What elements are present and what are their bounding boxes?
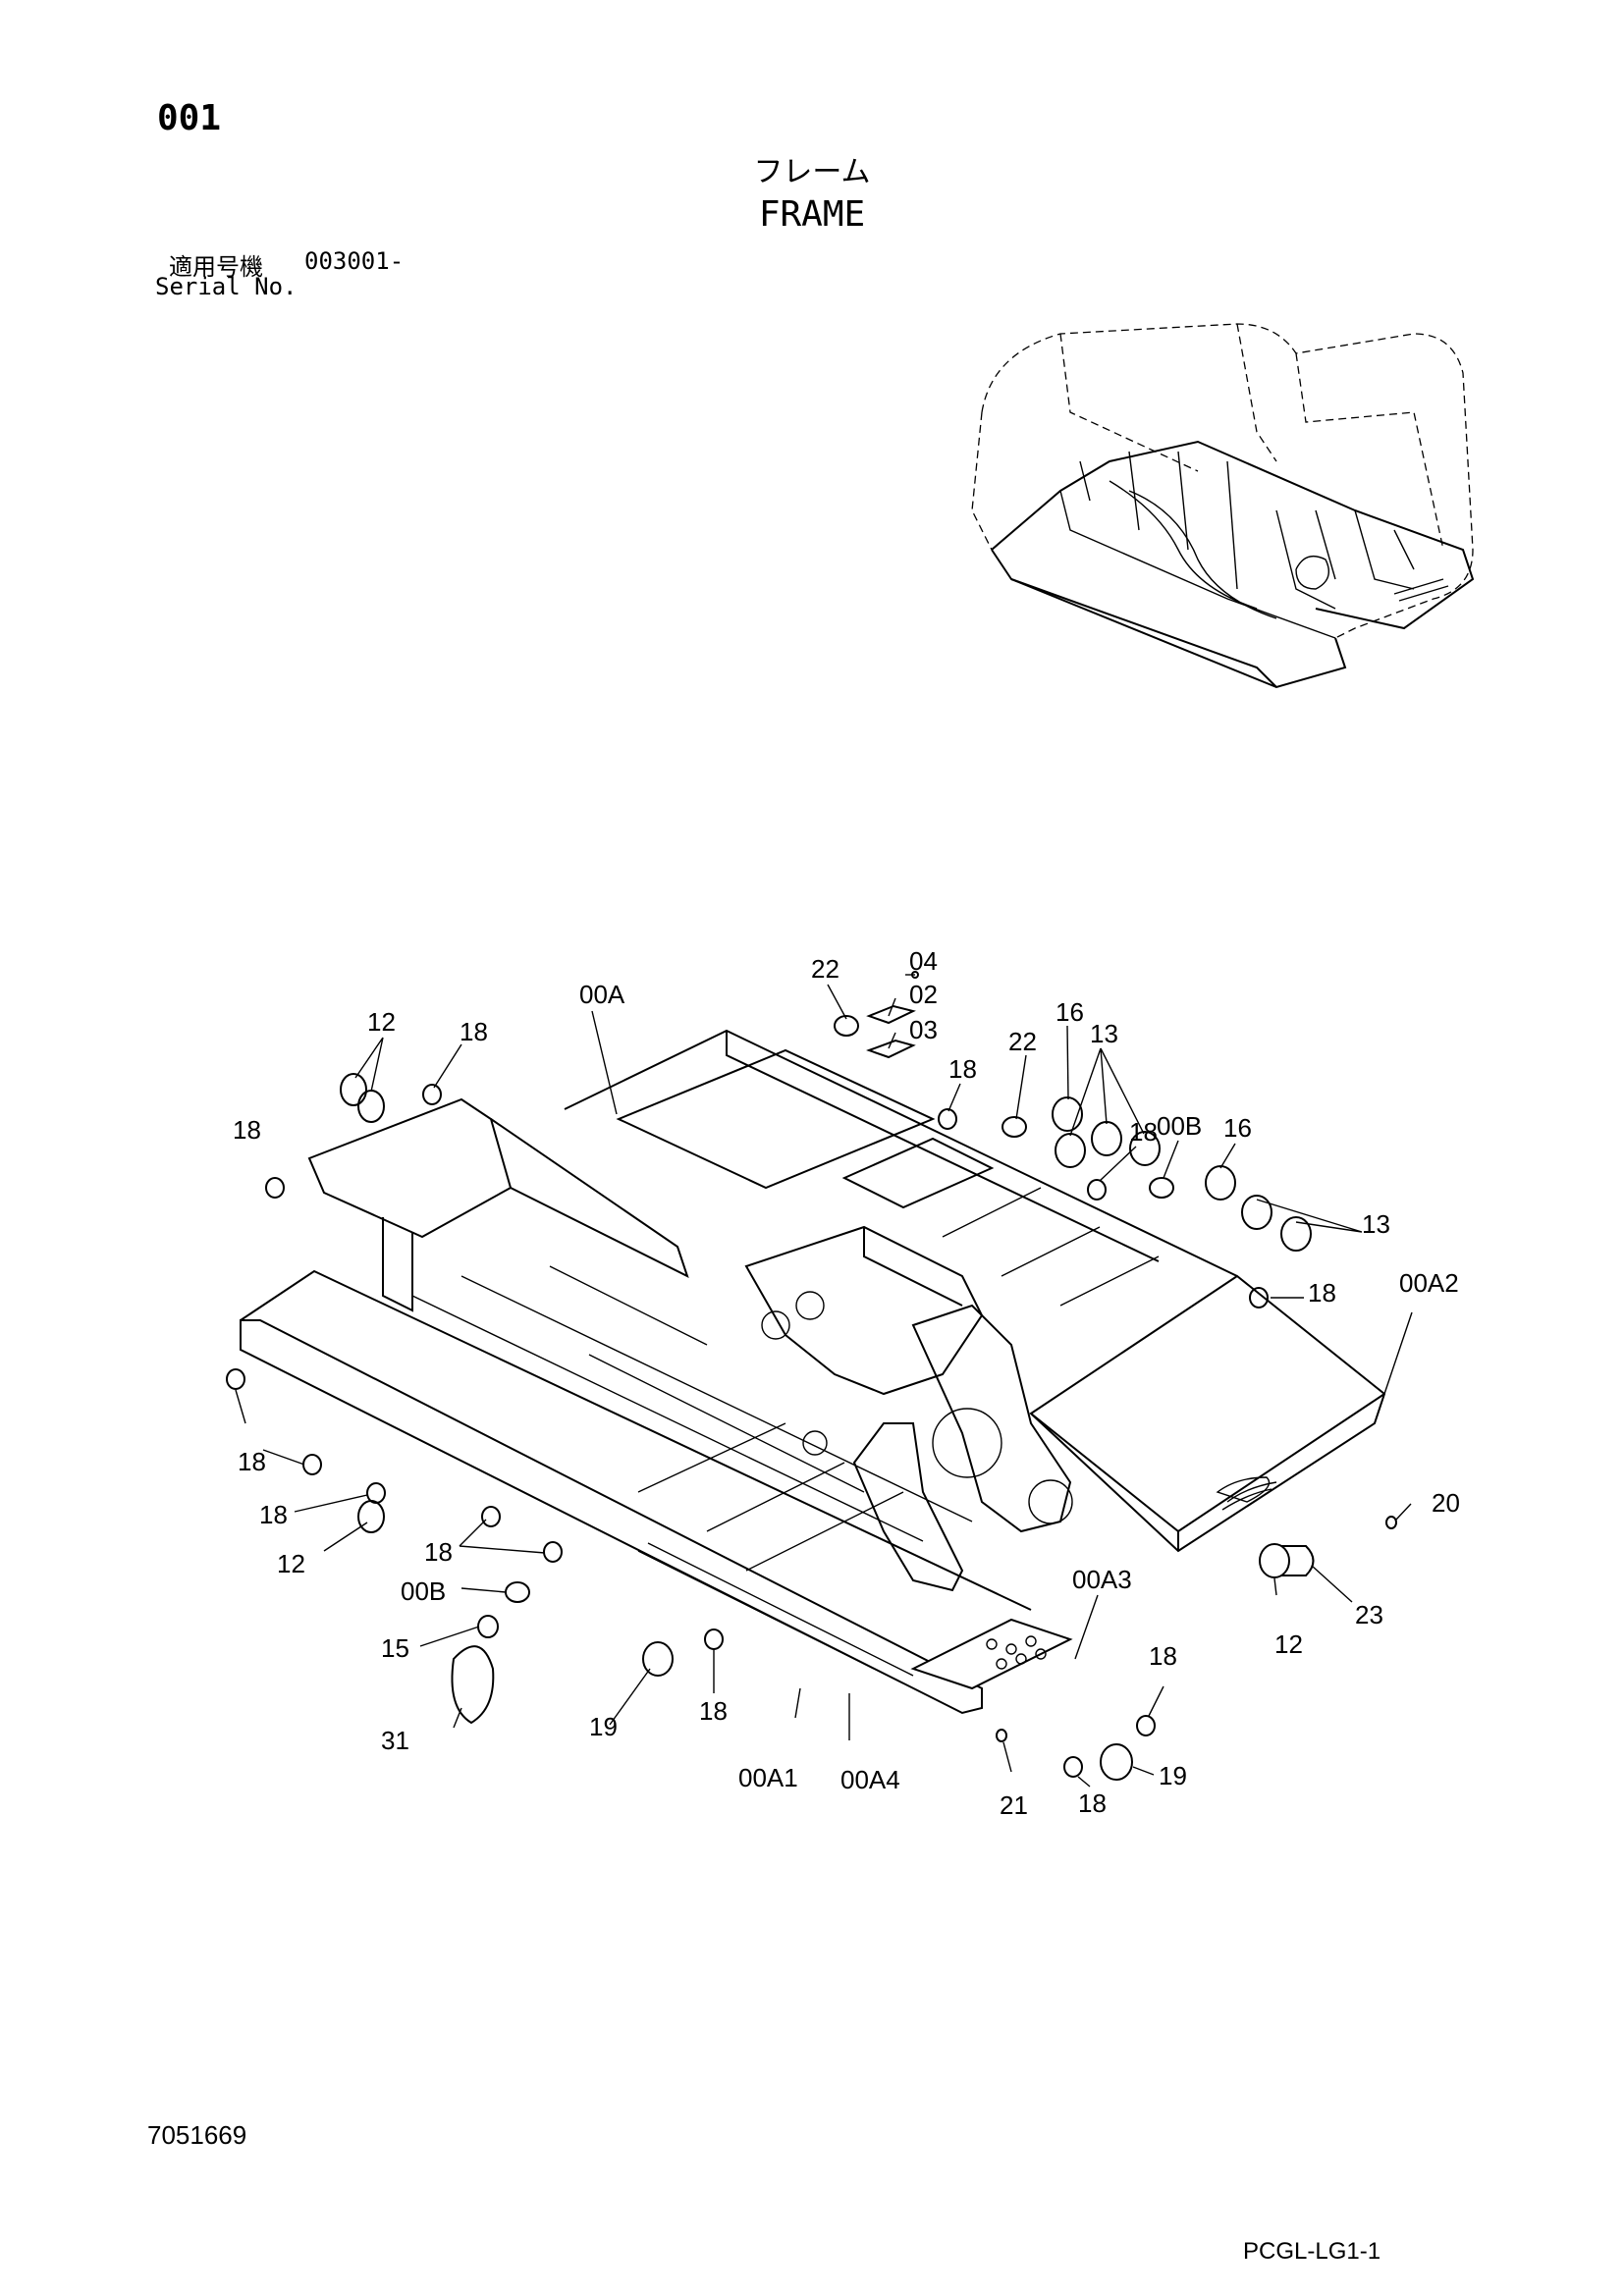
serial-label-japanese: 適用号機 xyxy=(169,253,263,281)
callout-label: 12 xyxy=(277,1549,305,1578)
callout-label: 21 xyxy=(1000,1790,1028,1820)
serial-label: Serial No. xyxy=(155,273,298,300)
callout-label: 18 xyxy=(424,1537,453,1567)
callout-label: 00A xyxy=(579,980,625,1009)
callout-label: 00B xyxy=(1157,1111,1202,1141)
leader-lines xyxy=(235,974,1413,1788)
callout-label: 18 xyxy=(948,1054,977,1084)
overview-thumbnail xyxy=(971,323,1475,689)
callout-label: 23 xyxy=(1355,1600,1383,1629)
page-number: 001 xyxy=(157,98,222,138)
callout-label: 18 xyxy=(233,1115,261,1145)
callout-label: 20 xyxy=(1432,1488,1460,1518)
callout-label: 03 xyxy=(909,1015,938,1044)
callout-label: 18 xyxy=(699,1696,728,1726)
callout-label: 18 xyxy=(1308,1278,1336,1308)
callout-labels: 04 02 03 22 00A 12 18 18 22 16 13 18 00B… xyxy=(233,946,1460,1820)
callout-label: 18 xyxy=(1078,1789,1107,1818)
callout-label: 19 xyxy=(589,1712,618,1741)
callout-label: 15 xyxy=(381,1633,409,1663)
callout-label: 00A3 xyxy=(1072,1565,1132,1594)
callout-label: 16 xyxy=(1056,997,1084,1027)
callout-label: 18 xyxy=(259,1500,288,1529)
page-code: PCGL-LG1-1 xyxy=(1243,2238,1381,2265)
document-number: 7051669 xyxy=(147,2120,247,2150)
callout-label: 12 xyxy=(1274,1629,1303,1659)
callout-label: 00A2 xyxy=(1399,1268,1459,1298)
callout-label: 00A4 xyxy=(840,1765,900,1794)
callout-label: 13 xyxy=(1090,1019,1118,1048)
callout-label: 22 xyxy=(1008,1027,1037,1056)
callout-label: 18 xyxy=(1129,1117,1158,1147)
callout-label: 04 xyxy=(909,946,938,976)
callout-label: 18 xyxy=(460,1017,488,1046)
callout-label: 02 xyxy=(909,980,938,1009)
page-title: FRAME xyxy=(758,194,866,235)
callout-label: 18 xyxy=(238,1447,266,1476)
callout-label: 19 xyxy=(1159,1761,1187,1790)
callout-label: 00B xyxy=(401,1576,446,1606)
callout-label: 12 xyxy=(367,1007,396,1037)
callout-label: 18 xyxy=(1149,1641,1177,1671)
callout-label: 31 xyxy=(381,1726,409,1755)
callout-label: 16 xyxy=(1223,1113,1252,1143)
serial-number-value: 003001- xyxy=(304,247,405,275)
callout-label: 22 xyxy=(811,954,839,984)
callout-label: 00A1 xyxy=(738,1763,798,1792)
callout-label: 13 xyxy=(1362,1209,1390,1239)
title-japanese: フレーム xyxy=(753,155,871,189)
main-frame-drawing xyxy=(240,1029,1386,1715)
